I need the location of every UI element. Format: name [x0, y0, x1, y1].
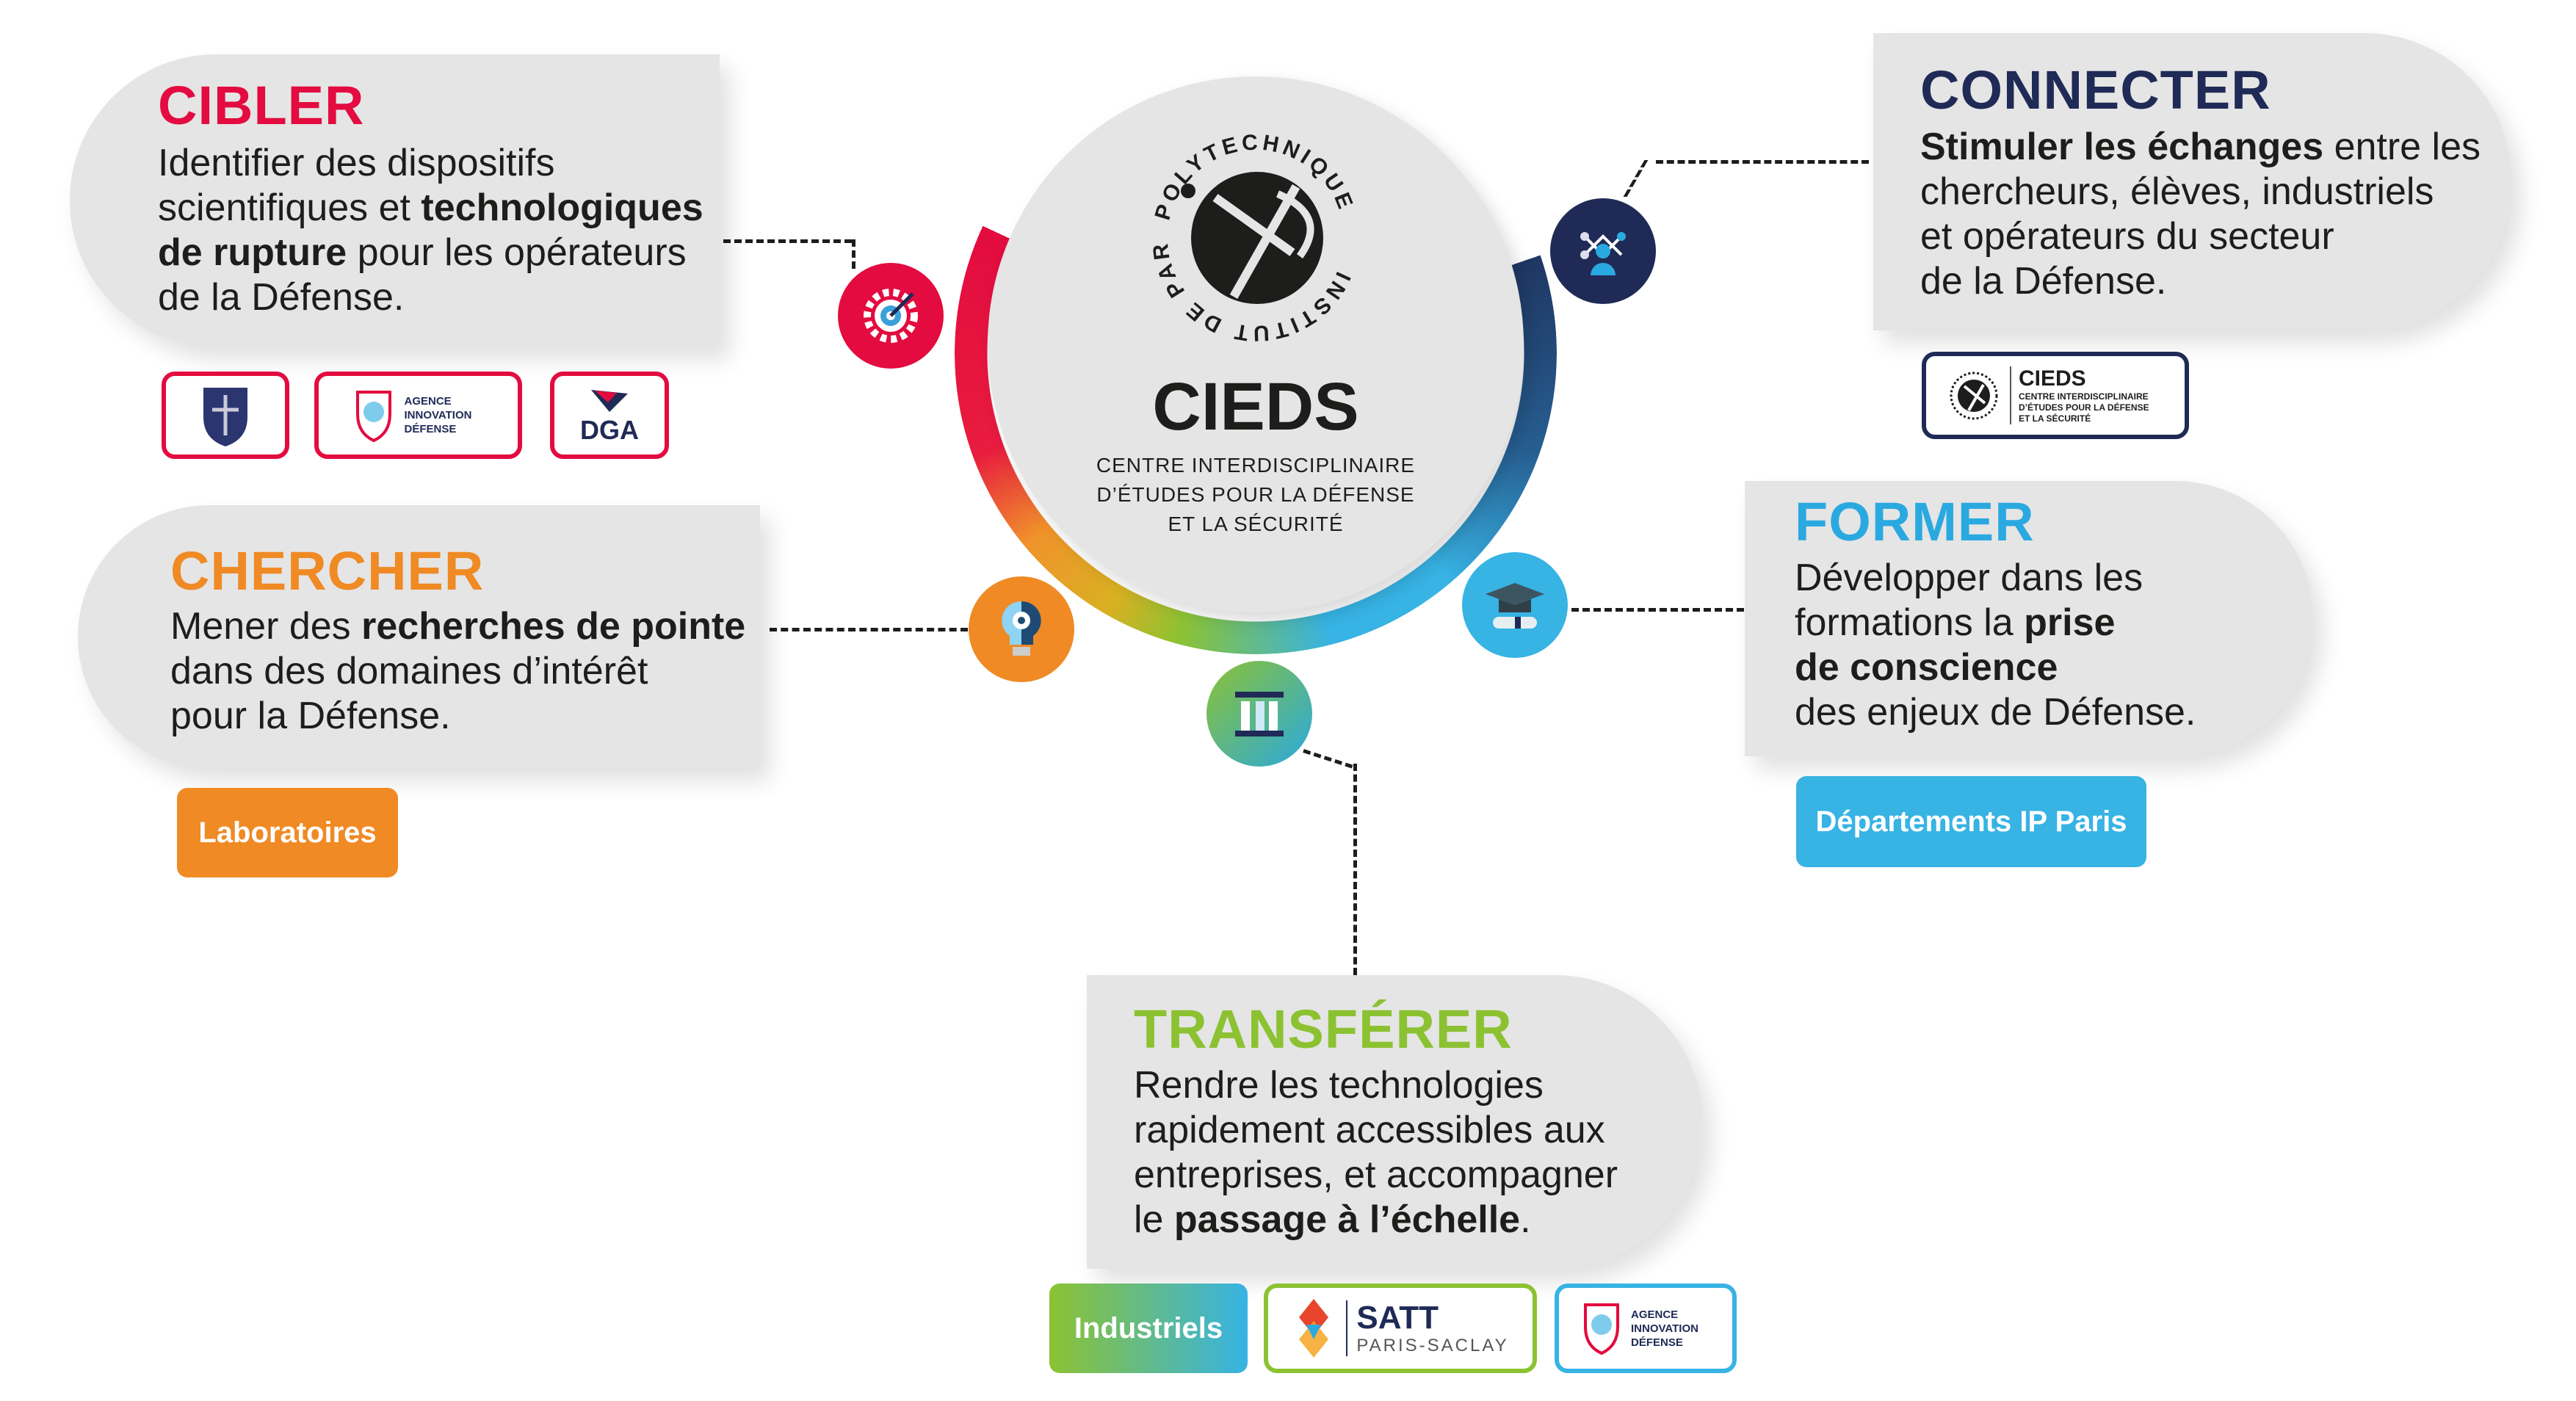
chercher-text: Mener des recherches de pointe dans des … — [170, 604, 745, 739]
connector-cibler-down — [852, 239, 855, 269]
target-gear-icon — [838, 263, 944, 369]
chercher-card: CHERCHER Mener des recherches de pointe … — [78, 505, 760, 768]
transferer-title: TRANSFÉRER — [1134, 999, 1513, 1060]
text: formations la — [1795, 601, 2025, 644]
text: Rendre les technologies — [1134, 1064, 1544, 1107]
text-bold: passage à l’échelle — [1173, 1198, 1521, 1241]
text: de la Défense. — [158, 276, 405, 319]
text-bold: Stimuler les échanges — [1920, 126, 2324, 168]
former-text: Développer dans les formations la prise … — [1795, 556, 2196, 735]
subtitle-line: CENTRE INTERDISCIPLINAIRE — [1096, 454, 1416, 477]
cieds-logo-title: CIEDS — [2019, 366, 2086, 391]
text-bold: recherches de pointe — [361, 605, 746, 648]
connector-connecter-down — [1623, 160, 1667, 197]
text: scientifiques et — [158, 187, 422, 229]
lab-transfer-icon — [1206, 661, 1312, 767]
text: entreprises, et accompagner — [1134, 1154, 1618, 1196]
aid-logo-text: AGENCE INNOVATION DÉFENSE — [404, 395, 472, 435]
text: des enjeux de Défense. — [1795, 691, 2196, 734]
text: pour la Défense. — [170, 695, 451, 737]
lightbulb-gear-icon — [969, 576, 1074, 682]
agence-innovation-defense-logo-2: AGENCE INNOVATION DÉFENSE — [1555, 1284, 1737, 1373]
text: rapidement accessibles aux — [1134, 1109, 1605, 1151]
satt-title: SATT — [1356, 1300, 1439, 1336]
former-card: FORMER Développer dans les formations la… — [1745, 481, 2313, 756]
center-circle: POLYTECHNIQUE INSTITUT DE PARIS CIEDS CE… — [988, 76, 1524, 612]
text: entre les — [2323, 126, 2481, 168]
text: pour les opérateurs — [347, 231, 687, 274]
connector-transferer-down — [1353, 764, 1357, 975]
center-subtitle: CENTRE INTERDISCIPLINAIRE D’ÉTUDES POUR … — [988, 451, 1524, 539]
text: Identifier des dispositifs — [158, 142, 555, 184]
subtitle-line: ET LA SÉCURITÉ — [1168, 513, 1344, 535]
connecter-title: CONNECTER — [1920, 59, 2271, 120]
transferer-text: Rendre les technologies rapidement acces… — [1134, 1063, 1618, 1242]
ip-paris-logo: POLYTECHNIQUE INSTITUT DE PARIS — [1146, 128, 1355, 345]
cieds-logo: CIEDS CENTRE INTERDISCIPLINAIRE D’ÉTUDES… — [1922, 352, 2189, 439]
connector-chercher — [770, 628, 968, 631]
text-bold: de conscience — [1795, 646, 2058, 689]
text: . — [1520, 1198, 1531, 1241]
ministere-armees-logo — [162, 372, 289, 459]
text-bold: de rupture — [158, 231, 347, 274]
connecter-text: Stimuler les échanges entre les chercheu… — [1920, 125, 2481, 304]
subtitle-line: D’ÉTUDES POUR LA DÉFENSE — [1096, 483, 1415, 506]
text: Développer dans les — [1795, 557, 2143, 599]
aid-logo-text: AGENCE INNOVATION DÉFENSE — [1631, 1308, 1698, 1349]
center-title: CIEDS — [1152, 369, 1359, 444]
dga-logo: DGA — [550, 372, 669, 459]
text: Mener des — [170, 605, 362, 648]
network-people-icon — [1550, 198, 1656, 304]
graduation-cap-icon — [1462, 552, 1568, 658]
laboratoires-button[interactable]: Laboratoires — [177, 788, 398, 877]
text-bold: technologiques — [421, 187, 703, 229]
cieds-logo-line: ET LA SÉCURITÉ — [2019, 413, 2091, 424]
text: de la Défense. — [1920, 260, 2167, 303]
dga-logo-text: DGA — [580, 414, 639, 445]
text: et opérateurs du secteur — [1920, 215, 2334, 258]
connecter-card: CONNECTER Stimuler les échanges entre le… — [1873, 33, 2511, 330]
cibler-card: CIBLER Identifier des dispositifs scient… — [70, 54, 720, 347]
cieds-logo-text: CIEDS CENTRE INTERDISCIPLINAIRE D’ÉTUDES… — [2010, 366, 2149, 424]
transferer-card: TRANSFÉRER Rendre les technologies rapid… — [1087, 975, 1702, 1269]
text-bold: prise — [2024, 601, 2116, 644]
connector-cibler — [723, 239, 852, 243]
departements-ip-paris-button[interactable]: Départements IP Paris — [1796, 776, 2146, 867]
text: le — [1134, 1198, 1174, 1241]
cibler-text: Identifier des dispositifs scientifiques… — [158, 141, 703, 320]
text: dans des domaines d’intérêt — [170, 650, 648, 692]
cieds-logo-line: CENTRE INTERDISCIPLINAIRE — [2019, 391, 2149, 402]
satt-paris-saclay-logo: SATT PARIS-SACLAY — [1264, 1284, 1537, 1373]
cibler-title: CIBLER — [158, 75, 365, 136]
cieds-logo-line: D’ÉTUDES POUR LA DÉFENSE — [2019, 402, 2149, 413]
industriels-button[interactable]: Industriels — [1049, 1284, 1248, 1373]
text: chercheurs, élèves, industriels — [1920, 170, 2434, 213]
satt-subtitle: PARIS-SACLAY — [1356, 1336, 1509, 1355]
chercher-title: CHERCHER — [170, 540, 485, 601]
connector-transferer — [1303, 749, 1353, 769]
connector-former — [1571, 608, 1744, 612]
satt-logo-text: SATT PARIS-SACLAY — [1346, 1300, 1508, 1356]
former-title: FORMER — [1795, 491, 2035, 552]
agence-innovation-defense-logo: AGENCE INNOVATION DÉFENSE — [314, 372, 522, 459]
connector-connecter — [1656, 160, 1869, 164]
